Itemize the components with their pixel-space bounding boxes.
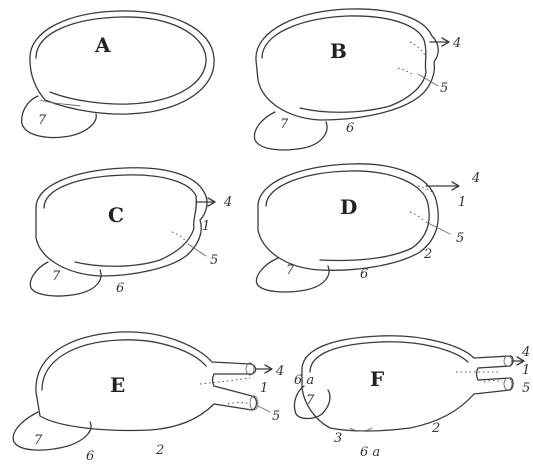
panel-d-label-1: 1 [458,195,466,210]
panel-d-label-2: 2 [423,247,432,262]
panel-e-pointer-5 [258,406,270,412]
panel-f-label-5: 5 [522,381,530,396]
panel-b-label-6: 6 [346,121,354,136]
panel-a: A 7 [22,11,214,138]
panel-a-outer-outline [30,11,214,114]
panel-f-inner-outline [310,342,468,372]
panel-c-letter: C [108,203,124,227]
panel-f-tube-top-end [504,356,512,366]
panel-e-label-2: 2 [155,443,164,458]
panel-d: D 4 1 5 2 6 7 [256,164,480,292]
panel-d-dotted-opening [410,212,424,222]
panel-f: F 4 1 5 2 3 6 a 6 a 7 [294,336,530,460]
panel-f-label-3: 3 [334,431,342,446]
panel-f-label-2: 2 [431,421,440,436]
panel-f-label-1: 1 [522,363,530,378]
panel-e-tongue [13,412,91,450]
panel-c-label-5: 5 [210,253,218,268]
panel-e-label-1: 1 [260,381,268,396]
panel-b-label-4: 4 [452,36,461,51]
panel-e-letter: E [110,373,125,397]
panel-e-label-4: 4 [275,364,284,379]
panel-b-letter: B [330,39,347,63]
panel-f-letter: F [370,367,384,391]
panel-c: C 4 1 5 6 7 [30,168,232,296]
panel-d-label-5: 5 [456,231,464,246]
panel-a-inner-outline [36,17,206,104]
panel-e: E 4 1 5 2 6 7 [13,332,284,464]
panel-a-label-7: 7 [38,113,47,128]
panel-b-dotted-inner [410,42,426,58]
panel-f-tube-bottom-end [504,378,512,390]
panel-c-label-1: 1 [202,219,210,234]
panel-a-letter: A [94,33,111,57]
panel-b-dotted-opening [398,68,414,76]
panel-f-label-7: 7 [306,393,315,408]
panel-f-dotted-opening [484,381,502,383]
panel-c-label-7: 7 [52,269,61,284]
panel-b-outer-outline [256,9,438,120]
panel-e-tube-top-end [246,363,254,375]
panel-b-inner-outline [262,16,426,112]
panel-b-label-7: 7 [280,117,289,132]
panel-e-dotted-opening [228,403,250,405]
panel-c-label-4: 4 [223,195,232,210]
panel-f-label-6a-left: 6 a [294,373,314,388]
panel-f-label-6a: 6 a [360,445,380,460]
panel-c-label-6: 6 [116,281,124,296]
panel-c-pointer-5 [188,244,206,256]
panel-f-label-4: 4 [521,345,530,360]
panel-b-tongue [254,112,327,150]
panel-d-label-7: 7 [286,263,295,278]
panel-c-tongue [30,262,101,296]
panel-b-label-5: 5 [440,81,448,96]
panel-e-label-5: 5 [272,409,280,424]
panel-e-dotted-split [200,378,250,384]
panel-d-label-4: 4 [471,171,480,186]
panel-c-dotted-opening [172,232,186,242]
panel-d-letter: D [340,195,357,219]
panel-e-label-6: 6 [86,449,94,464]
panel-d-label-6: 6 [360,267,368,282]
panel-a-tongue [22,96,97,138]
panel-f-outer-outline [302,336,513,431]
panel-b: B 4 5 6 7 [254,9,461,150]
panel-e-label-7: 7 [34,433,43,448]
